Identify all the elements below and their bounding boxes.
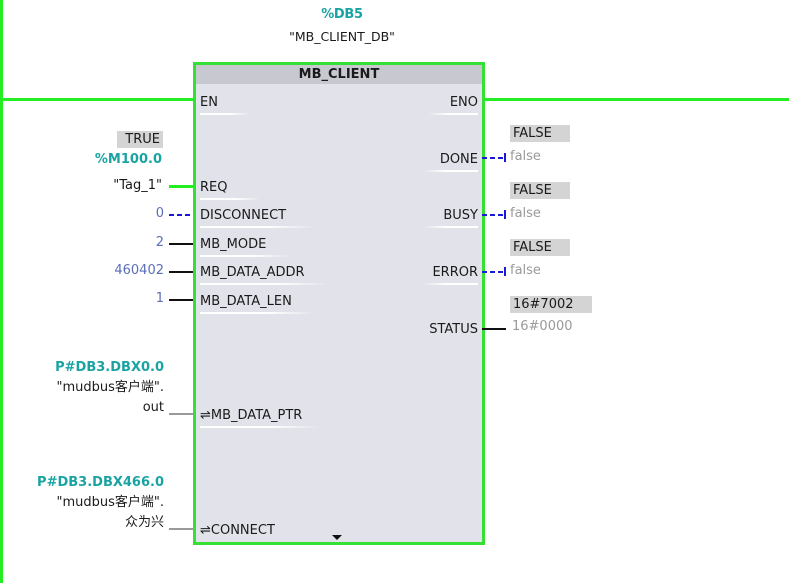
done-actual-value[interactable]: false xyxy=(510,149,541,164)
busy-monitor-value: FALSE xyxy=(510,182,570,199)
mb-mode-wire xyxy=(169,243,193,245)
mb-data-addr-wire xyxy=(169,271,193,273)
done-wire-dashed xyxy=(482,157,506,159)
pin-done[interactable]: DONE xyxy=(439,152,478,167)
busy-actual-value[interactable]: false xyxy=(510,206,541,221)
mb-data-addr-operand[interactable]: 460402 xyxy=(114,263,164,278)
pin-status[interactable]: STATUS xyxy=(429,322,478,337)
instance-db-name[interactable]: "MB_CLIENT_DB" xyxy=(289,29,395,44)
pin-separator xyxy=(423,226,478,228)
req-wire xyxy=(169,185,196,188)
pin-error[interactable]: ERROR xyxy=(432,265,478,280)
pin-separator xyxy=(200,198,260,200)
pin-separator xyxy=(200,312,315,314)
pin-separator xyxy=(200,283,330,285)
mb-data-len-wire xyxy=(169,299,193,301)
error-monitor-value: FALSE xyxy=(510,239,570,256)
req-operand[interactable]: "Tag_1" xyxy=(113,178,162,193)
busy-wire-dashed xyxy=(482,214,506,216)
connect-wire xyxy=(169,528,193,530)
connect-operand-line2[interactable]: 众为兴 xyxy=(124,515,164,530)
done-monitor-value: FALSE xyxy=(510,125,570,142)
pin-separator xyxy=(200,113,250,115)
pin-mb-data-len[interactable]: MB_DATA_LEN xyxy=(200,294,292,309)
pin-busy[interactable]: BUSY xyxy=(443,208,478,223)
disconnect-operand[interactable]: 0 xyxy=(155,206,164,221)
mb-data-ptr-operand-line2[interactable]: out xyxy=(142,400,164,415)
mb-data-len-operand[interactable]: 1 xyxy=(155,291,164,306)
pin-separator xyxy=(200,226,315,228)
error-wire-dashed xyxy=(482,271,506,273)
busy-wire-end xyxy=(504,210,506,219)
pin-mb-mode[interactable]: MB_MODE xyxy=(200,237,267,252)
mb-data-ptr-wire xyxy=(169,413,193,415)
chevron-down-icon[interactable] xyxy=(332,535,342,540)
done-wire-end xyxy=(504,153,506,162)
left-power-rail xyxy=(0,0,3,583)
error-actual-value[interactable]: false xyxy=(510,263,541,278)
pin-separator xyxy=(423,170,478,172)
mb-mode-operand[interactable]: 2 xyxy=(155,235,164,250)
pin-connect[interactable]: ⇌CONNECT xyxy=(200,523,275,538)
status-wire xyxy=(482,328,506,330)
mb-data-ptr-address[interactable]: P#DB3.DBX0.0 xyxy=(55,360,164,375)
connect-operand-line1[interactable]: "mudbus客户端". xyxy=(56,495,164,510)
req-address[interactable]: %M100.0 xyxy=(94,152,162,167)
error-wire-end xyxy=(504,267,506,276)
pin-eno[interactable]: ENO xyxy=(449,95,478,110)
eno-wire xyxy=(482,98,789,101)
mb-data-ptr-operand-line1[interactable]: "mudbus客户端". xyxy=(56,380,164,395)
instance-db-address[interactable]: %DB5 xyxy=(321,7,363,22)
en-wire xyxy=(0,98,196,101)
pin-separator xyxy=(428,113,478,115)
pin-req[interactable]: REQ xyxy=(200,180,228,195)
connect-address[interactable]: P#DB3.DBX466.0 xyxy=(37,475,164,490)
req-monitor-value: TRUE xyxy=(117,131,163,148)
pin-en[interactable]: EN xyxy=(200,95,218,110)
pin-separator xyxy=(200,426,320,428)
pin-mb-data-addr[interactable]: MB_DATA_ADDR xyxy=(200,265,305,280)
block-title: MB_CLIENT xyxy=(196,65,482,84)
disconnect-wire-dashed xyxy=(169,214,193,216)
pin-separator xyxy=(423,283,478,285)
pin-separator xyxy=(200,255,290,257)
pin-disconnect[interactable]: DISCONNECT xyxy=(200,208,287,223)
status-monitor-value: 16#7002 xyxy=(510,296,592,313)
mb-client-block[interactable]: MB_CLIENT EN REQ DISCONNECT MB_MODE MB_D… xyxy=(193,62,485,545)
pin-mb-data-ptr[interactable]: ⇌MB_DATA_PTR xyxy=(200,408,303,423)
status-actual-value[interactable]: 16#0000 xyxy=(512,319,573,334)
